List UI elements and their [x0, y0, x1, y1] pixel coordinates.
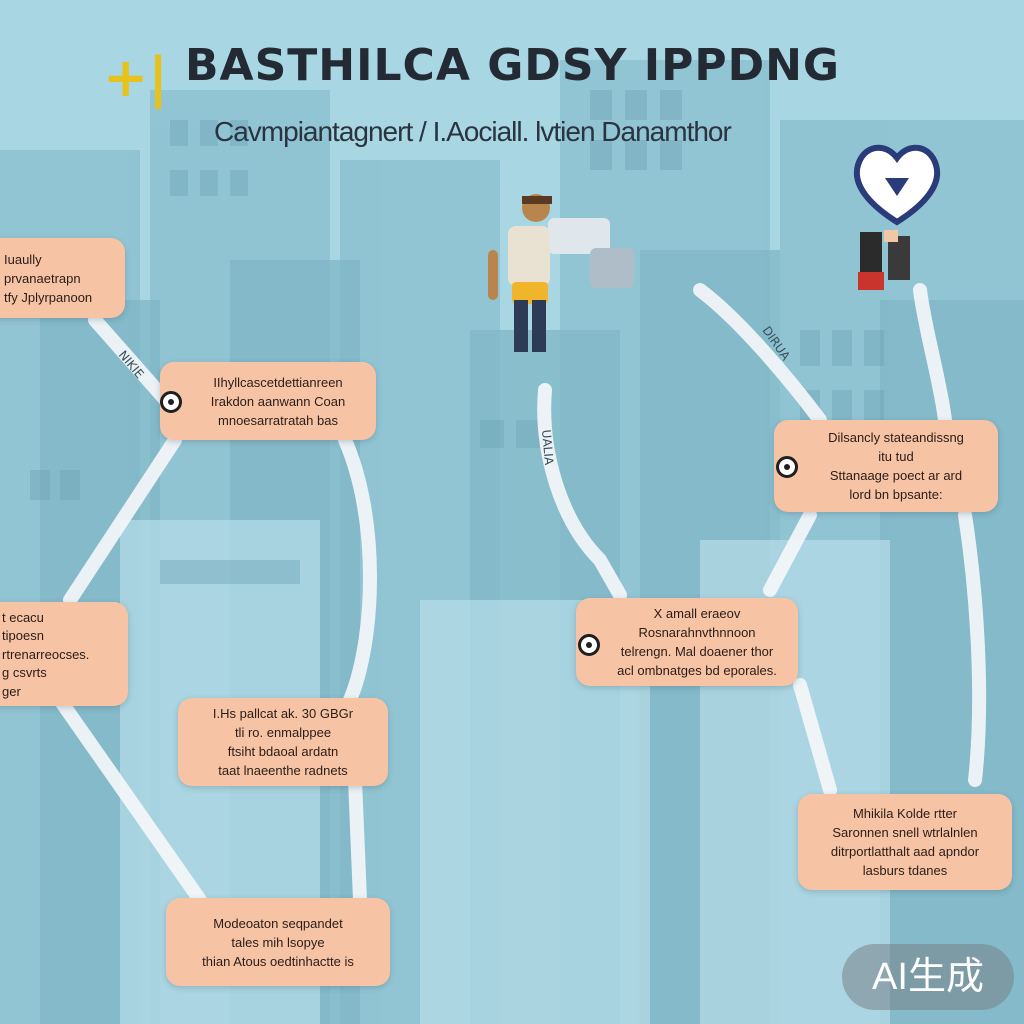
logo-mark: +|: [103, 46, 168, 109]
card-line: thian Atous oedtinhactte is: [202, 953, 354, 969]
card-line: ger: [2, 683, 21, 699]
card-line: itu tud: [878, 449, 914, 464]
page-subtitle: Cavmpiantagnert / I.Aociall. lvtien Dana…: [214, 116, 732, 147]
step-badge-icon: [160, 391, 182, 413]
step-badge-icon: [776, 456, 798, 478]
card-line: I.Hs pallcat ak. 30 GBGr: [212, 706, 354, 721]
card-line: rtrenarreocses.: [2, 646, 90, 662]
card-line: Dilsancly stateandissng: [828, 430, 964, 445]
card-line: acl ombnatges bd eporales.: [617, 663, 777, 678]
card-line: taat lnaeenthe radnets: [218, 763, 348, 778]
ai-generated-watermark: AI生成: [842, 944, 1014, 1010]
card-line: Rosnarahnvthnnoon: [638, 625, 756, 640]
step-card-6: I.Hs pallcat ak. 30 GBGr tli ro. enmalpp…: [178, 698, 388, 786]
card-line: Modeoaton seqpandet: [213, 915, 343, 931]
card-line: Sttanaage poect ar ard: [829, 468, 963, 483]
step-badge-icon: [578, 634, 600, 656]
card-line: tli ro. enmalppee: [234, 725, 332, 740]
card-line: mnoesarratratah bas: [218, 412, 338, 428]
card-line: lasburs tdanes: [862, 863, 948, 878]
card-line: lord bn bpsante:: [849, 487, 943, 502]
card-line: t ecacu: [2, 609, 44, 625]
flow-ribbons: [53, 283, 987, 907]
step-card-4: t ecacu tipoesn rtrenarreocses. g csvrts…: [0, 602, 128, 706]
step-card-7: Mhikila Kolde rtter Saronnen snell wtrla…: [798, 794, 1012, 890]
person-figure: [858, 230, 910, 290]
card-line: ditrportlatthalt aad apndor: [830, 844, 980, 859]
step-card-8: Modeoaton seqpandet tales mih lsopye thi…: [166, 898, 390, 986]
ribbon-label-2: UALIA: [539, 429, 556, 466]
step-card-1: Iuaully prvanaetrapn tfy Jplyrpanoon: [0, 238, 125, 318]
heart-shield-icon: [853, 144, 941, 226]
step-card-5: X amall eraeov Rosnarahnvthnnoon telreng…: [576, 598, 798, 686]
worker-figure: [488, 194, 634, 352]
card-line: Saronnen snell wtrlalnlen: [832, 825, 978, 840]
step-card-2: IIhyllcascetdettianreen Irakdon aanwann …: [160, 362, 376, 440]
page-title: BASTHILCA GDSY IPPDNG: [185, 40, 841, 91]
card-line: ftsiht bdaoal ardatn: [227, 744, 339, 759]
step-card-3: Dilsancly stateandissng itu tud Sttanaag…: [774, 420, 998, 512]
card-line: Iuaully: [4, 251, 42, 267]
card-line: X amall eraeov: [653, 606, 741, 621]
card-line: telrengn. Mal doaener thor: [620, 644, 774, 659]
card-line: IIhyllcascetdettianreen: [213, 374, 343, 390]
card-line: g csvrts: [2, 665, 47, 681]
card-line: tales mih lsopye: [231, 934, 325, 950]
card-line: tfy Jplyrpanoon: [4, 289, 93, 305]
card-line: tipoesn: [2, 628, 44, 644]
card-line: Mhikila Kolde rtter: [852, 806, 958, 821]
card-line: Irakdon aanwann Coan: [210, 393, 346, 409]
card-line: prvanaetrapn: [4, 270, 81, 286]
